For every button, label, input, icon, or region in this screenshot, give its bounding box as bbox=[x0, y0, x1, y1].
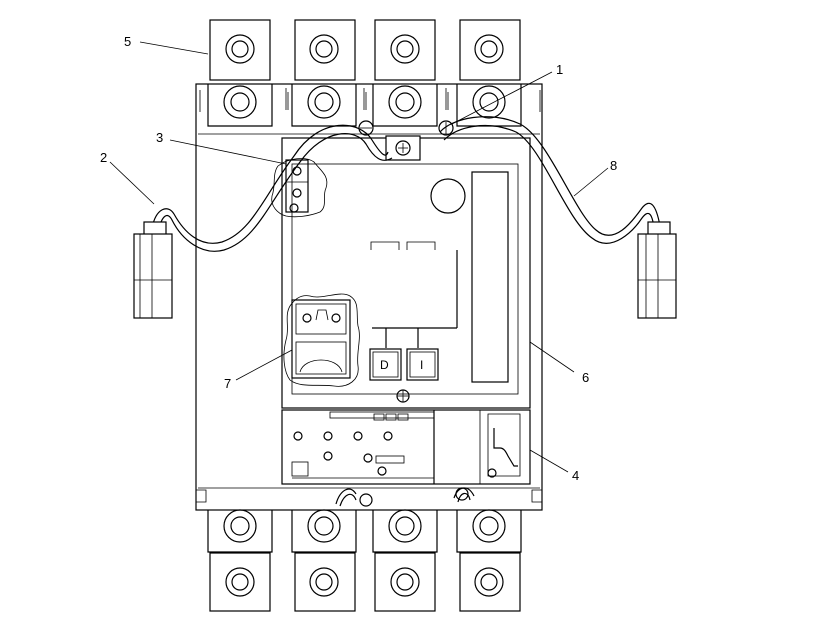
bottom-terminals bbox=[196, 487, 542, 612]
callout-2: 2 bbox=[100, 150, 107, 165]
button-d[interactable] bbox=[369, 348, 402, 381]
sensor-wires bbox=[133, 116, 677, 507]
callout-3: 3 bbox=[156, 130, 163, 145]
breaker-housing bbox=[195, 83, 543, 511]
bottom-terminal-3 bbox=[372, 509, 438, 612]
top-terminal-3 bbox=[372, 19, 438, 127]
callout-8: 8 bbox=[610, 158, 617, 173]
callout-1: 1 bbox=[556, 62, 563, 77]
top-terminal-1 bbox=[207, 19, 273, 127]
callout-5: 5 bbox=[124, 34, 131, 49]
housing-outline bbox=[195, 83, 543, 511]
leader-lines bbox=[109, 41, 609, 473]
top-terminal-2 bbox=[291, 19, 357, 127]
callout-7: 7 bbox=[224, 376, 231, 391]
top-terminal-4 bbox=[456, 19, 522, 127]
button-i-glyph: I bbox=[420, 358, 423, 372]
button-d-glyph: D bbox=[380, 358, 389, 372]
aux-module bbox=[283, 293, 360, 387]
callout-4: 4 bbox=[572, 468, 579, 483]
trip-unit-cover: D I bbox=[281, 135, 531, 409]
accessory-module bbox=[271, 158, 328, 218]
top-terminals bbox=[207, 19, 522, 127]
bottom-terminal-1 bbox=[207, 509, 273, 612]
bottom-terminal-4 bbox=[456, 509, 522, 612]
button-i[interactable] bbox=[406, 348, 439, 381]
callout-6: 6 bbox=[582, 370, 589, 385]
bottom-terminal-2 bbox=[291, 509, 357, 612]
callouts: 5 1 3 2 8 6 7 4 bbox=[100, 34, 617, 483]
control-panel bbox=[281, 409, 531, 485]
